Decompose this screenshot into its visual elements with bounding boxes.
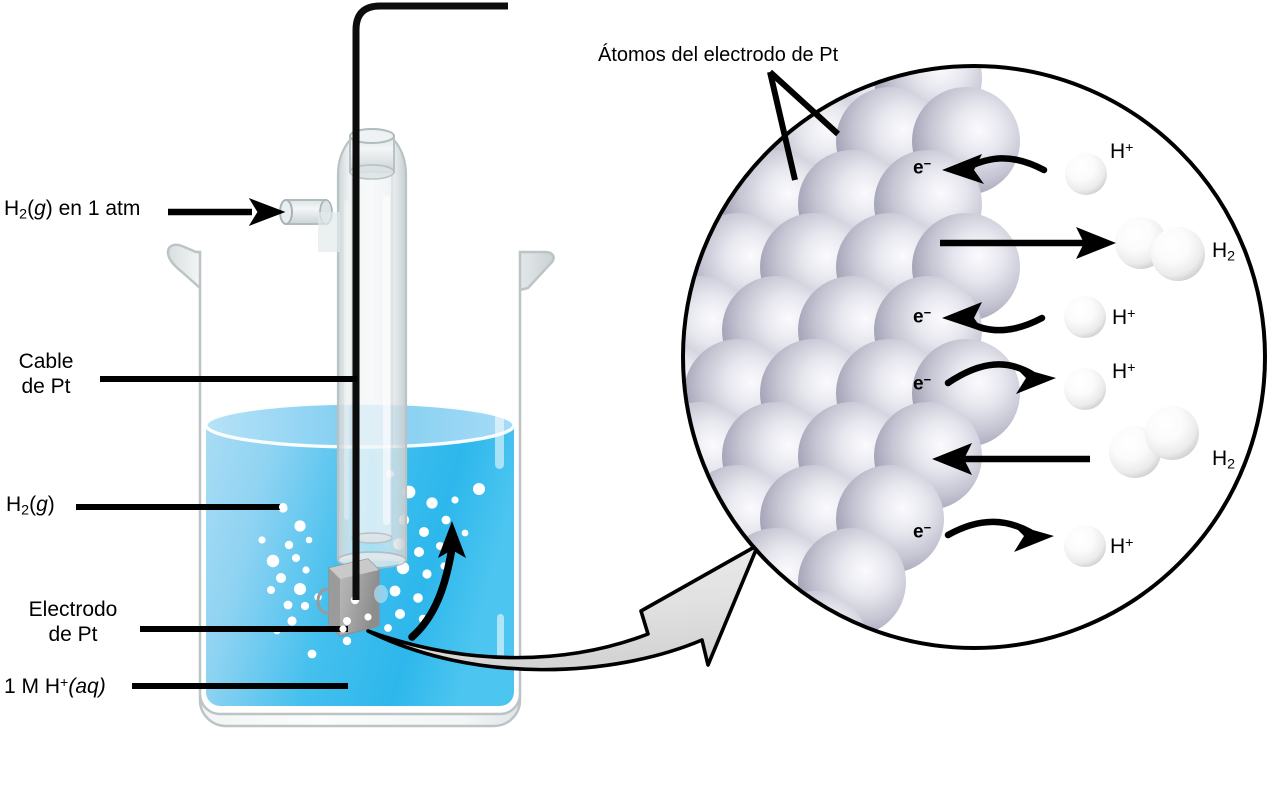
gas-inlet-side-arm [279, 199, 340, 252]
h2-gas-inlet-label-text: H2(g) en 1 atm [4, 197, 141, 223]
proton-sphere [1064, 368, 1106, 410]
acid-solution-label-text: 1 M H+(aq) [4, 674, 106, 698]
beaker-apparatus [166, 2, 555, 728]
reaction-arrows [932, 154, 1116, 552]
pt-atoms-callout-label: Átomos del electrodo de Pt [598, 44, 839, 66]
gas-rising-arrow [408, 521, 466, 641]
acid-solution-label: 1 M H+(aq) [4, 671, 106, 699]
electron-label-2: e− [913, 305, 932, 328]
inset-circle-boundary [681, 64, 1267, 650]
pt-wire-label-line2: de Pt [21, 375, 71, 398]
beaker-leader-lines [76, 198, 357, 689]
proton-label-2: H+ [1112, 306, 1136, 329]
proton-sphere [1064, 296, 1106, 338]
proton-sphere [1064, 525, 1106, 567]
beaker-glass [166, 243, 555, 728]
electron-label-1: e− [913, 156, 932, 179]
h2-sphere [1145, 406, 1199, 460]
proton-label-1: H+ [1110, 140, 1134, 163]
hydrogen-gas-label-text: H2(g) [6, 493, 55, 519]
pt-electrode-label: Electrodo de Pt [14, 597, 132, 647]
h2-gas-inlet-label: H2(g) en 1 atm [4, 196, 140, 228]
h2-sphere [1151, 227, 1205, 281]
electron-label-3: e− [913, 372, 932, 395]
proton-sphere [1065, 153, 1107, 195]
glass-highlight [495, 290, 504, 660]
pt-electrode-label-line2: de Pt [48, 623, 98, 646]
electron-label-4: e− [913, 520, 932, 543]
pt-wire-label-line1: Cable [18, 350, 74, 373]
hydrogen-gas-label: H2(g) [6, 492, 55, 524]
proton-label-4: H+ [1110, 535, 1134, 558]
hydrogen-species [1064, 153, 1205, 567]
pt-electrode-label-line1: Electrodo [28, 598, 118, 621]
pt-atoms-leader-lines [767, 69, 841, 181]
gas-delivery-tube [336, 127, 408, 569]
magnifier-callout-arrow [366, 543, 760, 672]
h2-label-2: H2 [1212, 447, 1236, 473]
h2-label-1: H2 [1212, 239, 1236, 265]
pt-wire-label: Cable de Pt [8, 349, 84, 399]
proton-label-3: H+ [1112, 360, 1136, 383]
pt-wire [352, 2, 508, 600]
